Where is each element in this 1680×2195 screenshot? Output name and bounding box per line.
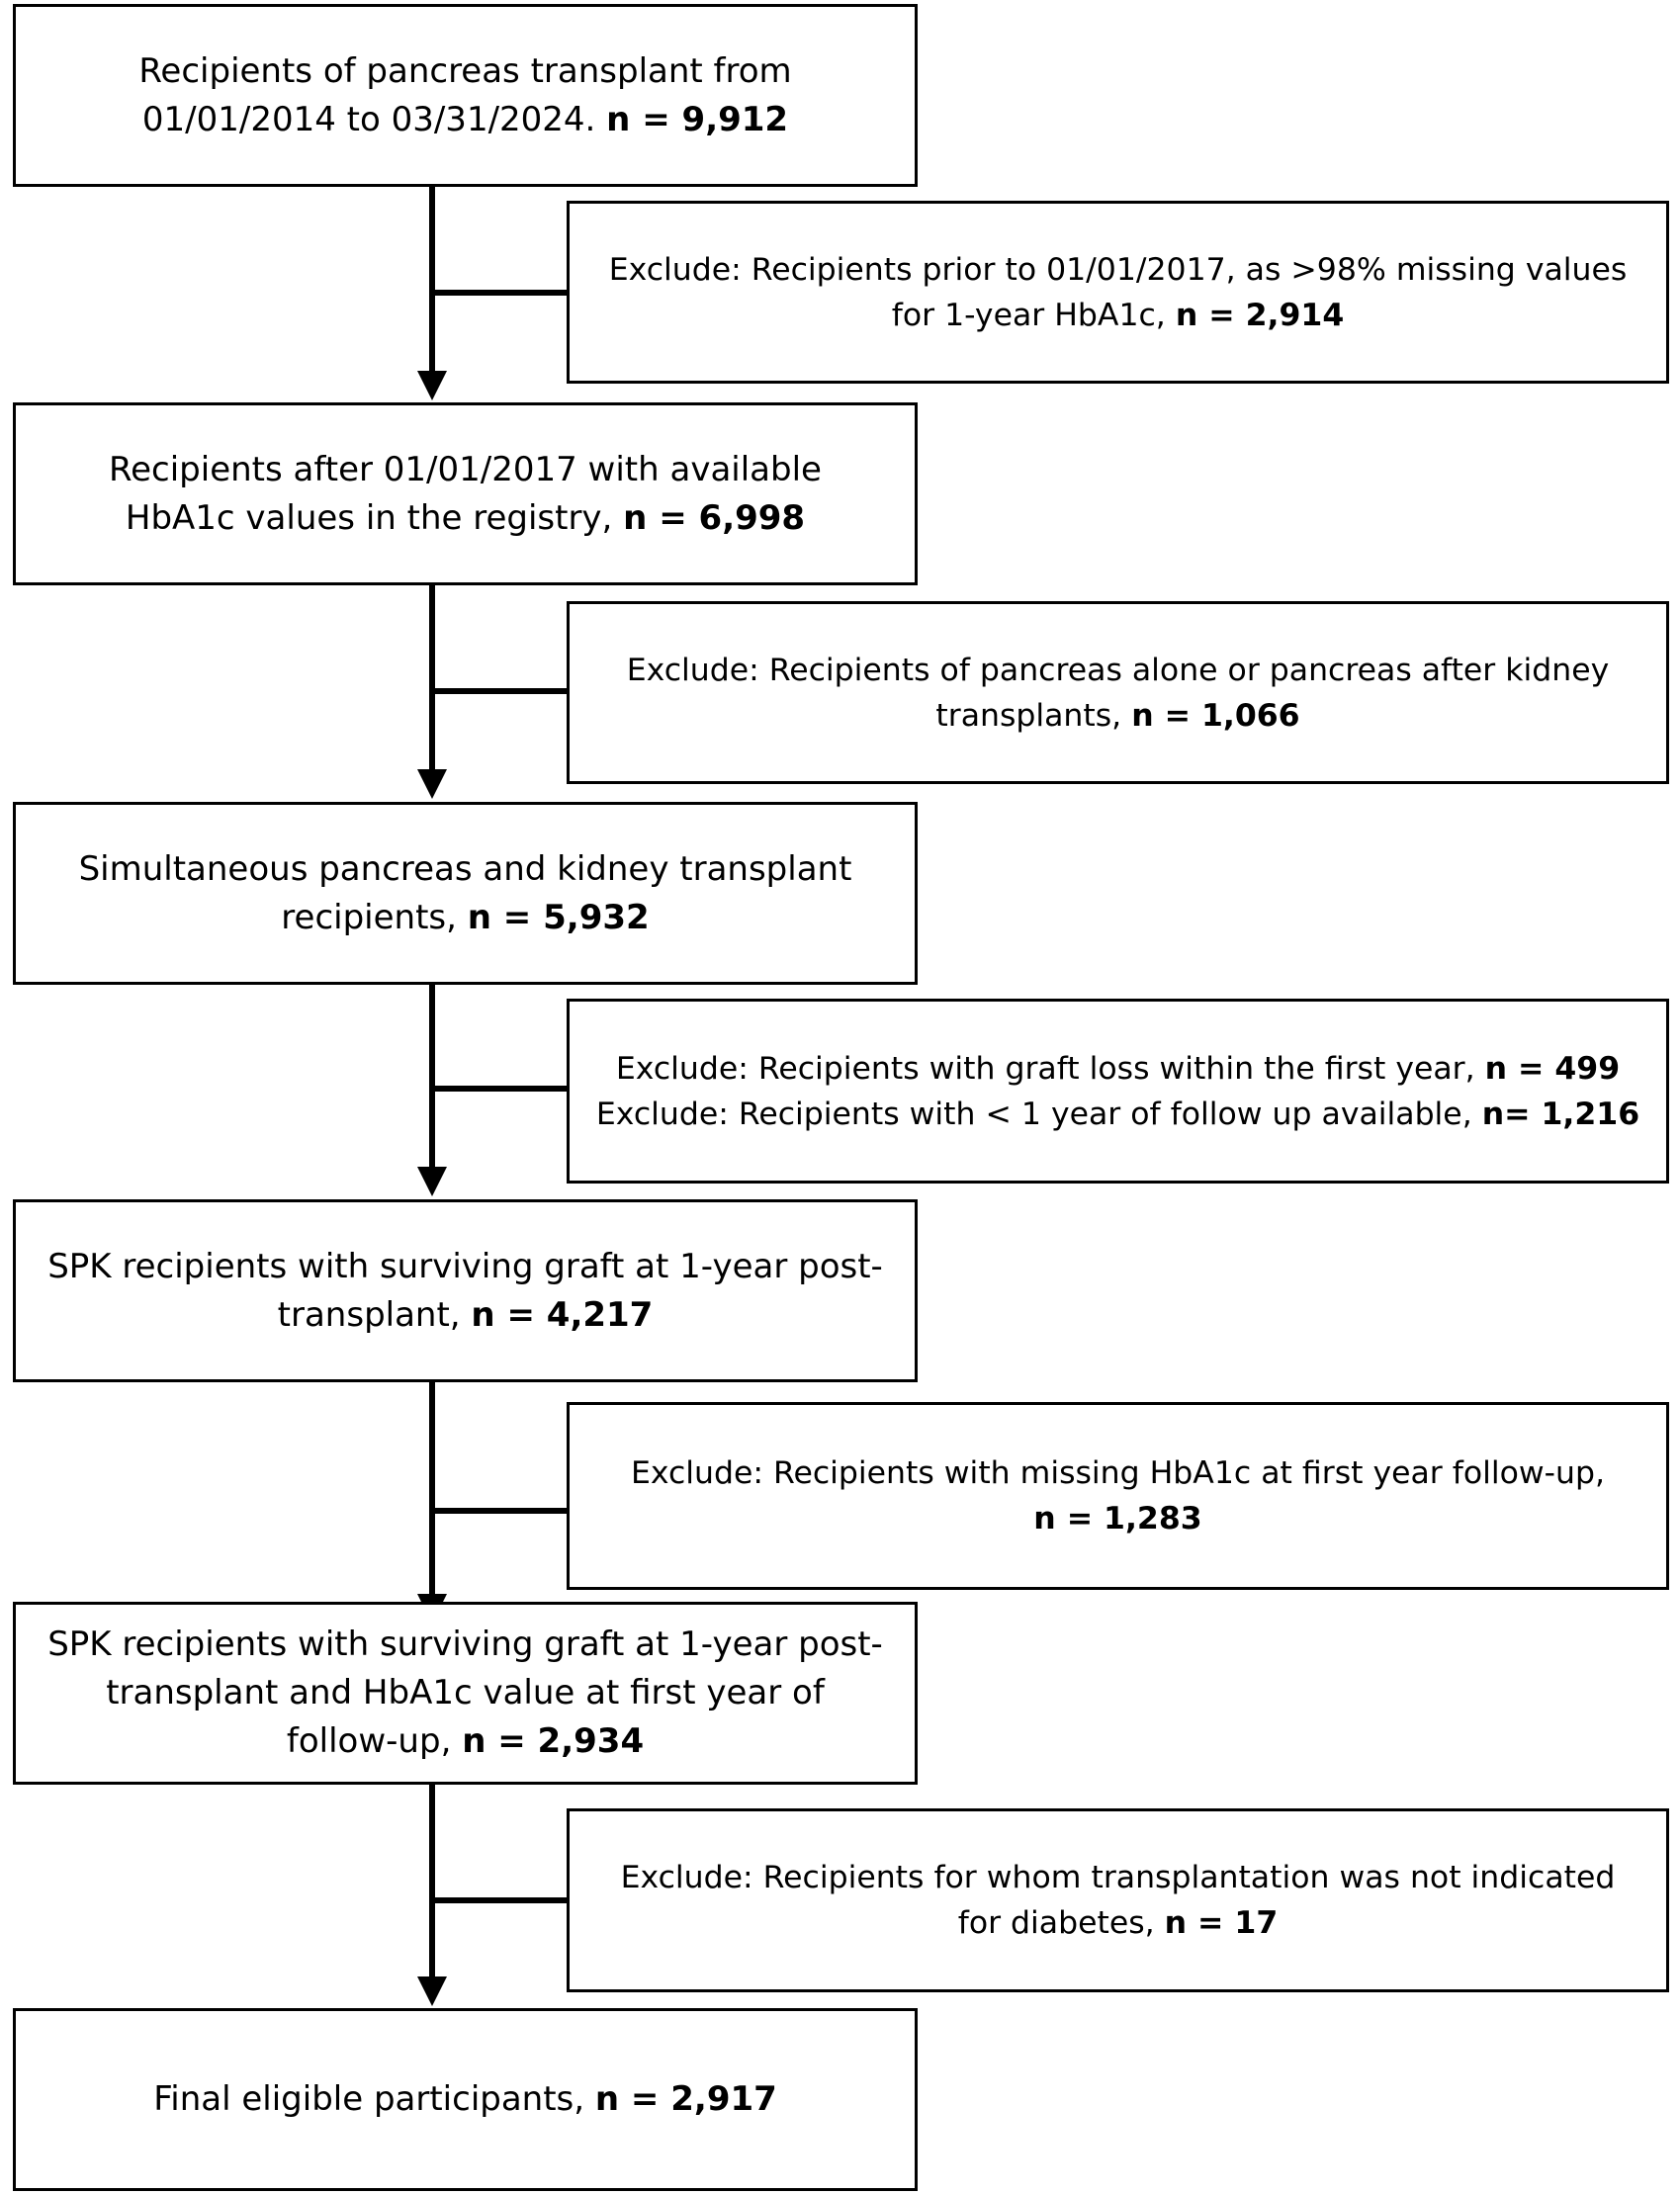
exclude-box-not-diabetes-line2: for diabetes, [957, 1905, 1165, 1941]
arrowhead-2 [417, 769, 447, 799]
arrowhead-1 [417, 371, 447, 400]
box-after-2017-line1: Recipients after 01/01/2017 with availab… [109, 449, 822, 489]
exclude-box-followup-line: Exclude: Recipients with < 1 year of fol… [595, 1096, 1482, 1132]
box-all-recipients-line2: 01/01/2014 to 03/31/2024. [141, 99, 607, 139]
box-spk-recipients-line1: Simultaneous pancreas and kidney transpl… [78, 848, 852, 889]
box-surviving-graft-count: n = 4,217 [471, 1294, 654, 1335]
box-final-eligible-count: n = 2,917 [594, 2079, 777, 2119]
exclude-box-graft-loss-count: n = 499 [1484, 1050, 1621, 1087]
exclude-box-prior-2017: Exclude: Recipients prior to 01/01/2017,… [567, 201, 1669, 384]
box-spk-recipients-line2: recipients, [281, 897, 468, 937]
box-surviving-graft-line2: transplant, [277, 1294, 472, 1335]
exclude-box-not-diabetes-line1: Exclude: Recipients for whom transplanta… [620, 1860, 1616, 1895]
exclude-box-pancreas-alone-count: n = 1,066 [1131, 697, 1300, 734]
box-surviving-graft-line1: SPK recipients with surviving graft at 1… [47, 1246, 883, 1286]
exclude-box-missing-hba1c-line1: Exclude: Recipients with missing HbA1c a… [630, 1455, 1605, 1491]
exclude-box-pancreas-alone: Exclude: Recipients of pancreas alone or… [567, 601, 1669, 784]
box-spk-recipients-count: n = 5,932 [467, 897, 650, 937]
box-surviving-graft-hba1c-line2: transplant and HbA1c value at first year… [106, 1673, 825, 1712]
box-after-2017-count: n = 6,998 [623, 497, 806, 538]
box-final-eligible: Final eligible participants, n = 2,917 [13, 2008, 918, 2191]
box-after-2017-line2: HbA1c values in the registry, [125, 497, 624, 538]
box-surviving-graft-hba1c: SPK recipients with surviving graft at 1… [13, 1602, 918, 1785]
exclude-box-followup-count: n= 1,216 [1481, 1096, 1640, 1132]
exclude-box-prior-2017-line2: for 1-year HbA1c, [891, 297, 1176, 333]
exclude-box-prior-2017-line1: Exclude: Recipients prior to 01/01/2017,… [608, 251, 1628, 288]
box-final-eligible-label: Final eligible participants, [153, 2079, 595, 2119]
exclude-box-pancreas-alone-line2: transplants, [935, 697, 1132, 734]
box-after-2017: Recipients after 01/01/2017 with availab… [13, 402, 918, 585]
exclude-box-graft-loss-line: Exclude: Recipients with graft loss with… [615, 1050, 1485, 1087]
exclude-box-not-diabetes: Exclude: Recipients for whom transplanta… [567, 1808, 1669, 1992]
exclude-box-missing-hba1c: Exclude: Recipients with missing HbA1c a… [567, 1402, 1669, 1590]
arrowhead-5 [417, 1976, 447, 2006]
box-surviving-graft-hba1c-count: n = 2,934 [462, 1721, 645, 1761]
box-all-recipients: Recipients of pancreas transplant from 0… [13, 4, 918, 187]
box-spk-recipients: Simultaneous pancreas and kidney transpl… [13, 802, 918, 985]
exclude-box-not-diabetes-count: n = 17 [1164, 1905, 1279, 1941]
box-all-recipients-count: n = 9,912 [606, 99, 789, 139]
exclude-box-prior-2017-count: n = 2,914 [1175, 297, 1345, 333]
box-surviving-graft-hba1c-line1: SPK recipients with surviving graft at 1… [47, 1624, 883, 1664]
arrowhead-3 [417, 1167, 447, 1196]
exclude-box-pancreas-alone-line1: Exclude: Recipients of pancreas alone or… [626, 652, 1610, 688]
exclude-box-missing-hba1c-count: n = 1,283 [1033, 1501, 1202, 1536]
box-surviving-graft: SPK recipients with surviving graft at 1… [13, 1199, 918, 1382]
exclude-box-graft-loss-followup: Exclude: Recipients with graft loss with… [567, 999, 1669, 1184]
box-all-recipients-line1: Recipients of pancreas transplant from [138, 50, 792, 91]
box-surviving-graft-hba1c-line3: follow-up, [286, 1721, 463, 1761]
